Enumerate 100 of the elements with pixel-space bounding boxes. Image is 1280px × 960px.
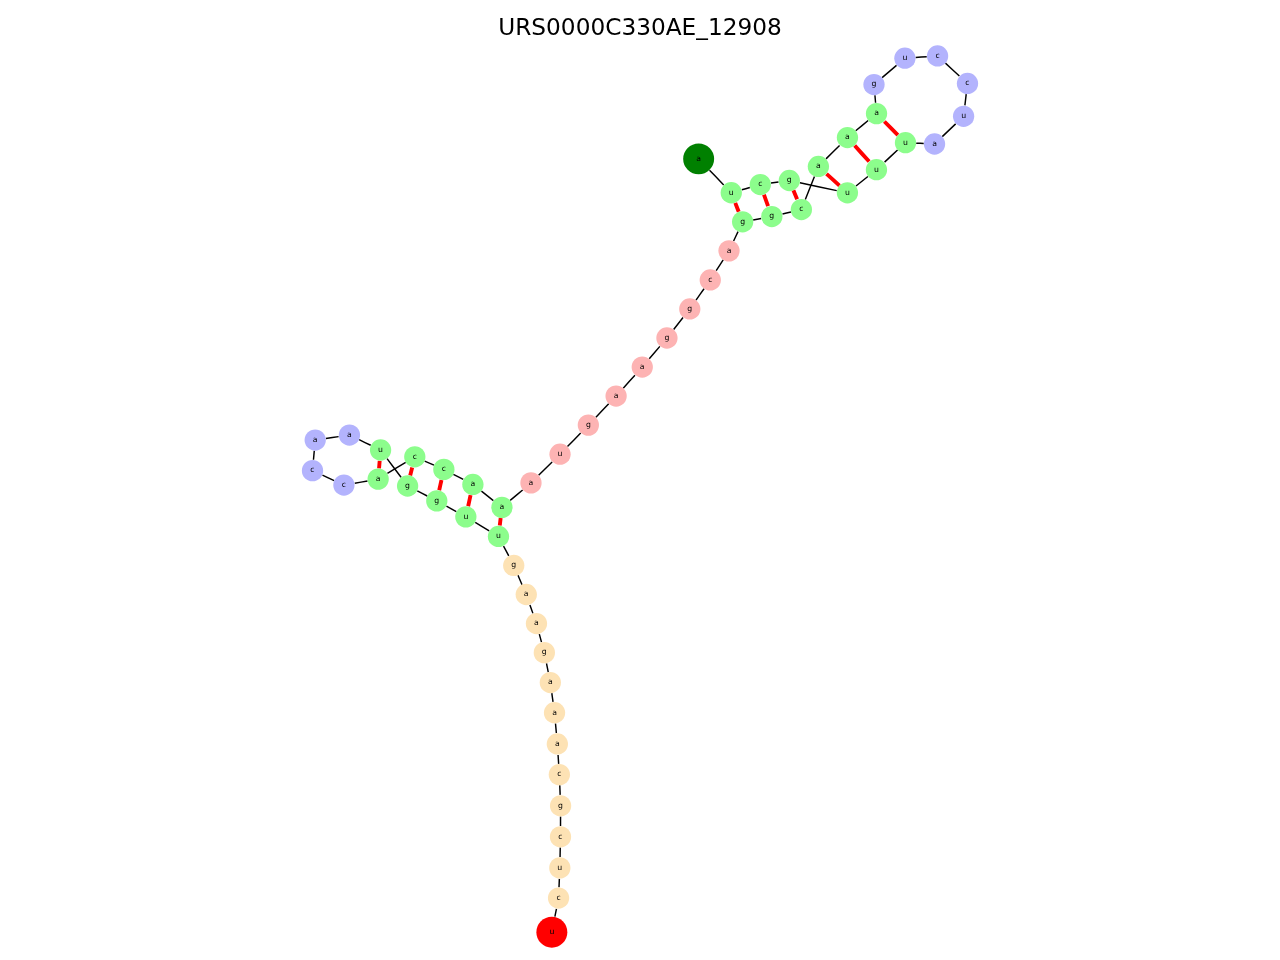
node-circle: c	[926, 45, 949, 67]
connector	[545, 662, 549, 673]
connector	[537, 461, 553, 477]
node-circle: c	[433, 458, 455, 481]
node-circle: u	[952, 105, 975, 127]
node-circle: u	[369, 439, 392, 461]
connector	[804, 175, 816, 201]
connector	[554, 722, 558, 734]
connector	[883, 149, 899, 163]
connector	[915, 142, 925, 145]
node-circle: c	[956, 72, 979, 95]
node-circle: a	[865, 102, 888, 125]
node-circle: u	[549, 857, 571, 879]
node-circle: g	[761, 205, 783, 228]
node-circle: a	[836, 126, 859, 149]
connector	[386, 461, 407, 475]
connector	[517, 574, 523, 586]
node-circle: c	[547, 887, 570, 909]
node-circle: c	[749, 173, 771, 196]
connector	[559, 784, 561, 796]
node-circle: g	[533, 642, 555, 664]
connector	[881, 64, 898, 79]
connector	[825, 144, 841, 160]
connector	[474, 521, 490, 532]
node-circle: a	[923, 133, 946, 155]
node-circle: c	[333, 474, 355, 496]
connector	[770, 181, 780, 184]
connector	[648, 345, 661, 360]
connector	[855, 175, 869, 187]
node-circle: a	[462, 473, 484, 496]
node-circle: a	[683, 143, 715, 175]
node-circle: g	[778, 169, 800, 192]
node-circle: c	[548, 763, 570, 786]
connector	[733, 202, 741, 213]
node-circle: g	[426, 490, 448, 512]
node-circle: a	[304, 429, 326, 451]
connector	[408, 466, 415, 476]
connector	[672, 316, 684, 331]
connector	[557, 754, 560, 765]
connector	[321, 474, 335, 482]
connector	[752, 217, 762, 221]
connector	[941, 123, 957, 138]
connector	[354, 480, 369, 484]
connector	[799, 182, 838, 192]
node-circle: g	[577, 414, 599, 436]
connector	[825, 172, 841, 188]
node-circle: a	[605, 385, 627, 407]
node-circle: u	[536, 916, 568, 948]
node-circle: a	[546, 733, 568, 755]
node-circle: u	[720, 182, 742, 204]
connector	[732, 230, 739, 242]
connector	[445, 505, 458, 513]
connector	[509, 489, 524, 502]
node-circle: a	[631, 356, 653, 378]
connector	[452, 473, 464, 481]
connector	[538, 633, 543, 643]
connector	[622, 374, 636, 389]
connector	[529, 604, 534, 615]
node-circle: a	[515, 583, 537, 606]
node-circle: c	[301, 460, 324, 482]
node-circle: g	[679, 298, 701, 320]
connector	[715, 259, 724, 272]
node-circle: a	[367, 468, 389, 490]
connector	[358, 438, 372, 446]
node-circle: g	[732, 211, 754, 233]
node-circle: g	[549, 795, 572, 817]
node-circle: u	[865, 159, 888, 181]
connector	[386, 457, 402, 478]
connector	[595, 403, 610, 418]
node-circle: u	[487, 525, 510, 548]
node-circle: u	[894, 132, 917, 154]
node-circle: a	[520, 472, 542, 494]
node-circle: g	[503, 554, 525, 577]
node-circle: a	[539, 671, 561, 694]
node-circle: c	[549, 826, 572, 848]
node-circle: c	[699, 269, 721, 291]
connector	[416, 490, 428, 497]
node-circle: a	[338, 424, 361, 446]
connector	[854, 119, 869, 132]
node-circle: u	[455, 506, 477, 528]
node-circle: g	[863, 73, 885, 96]
connector	[791, 189, 799, 201]
node-circle: g	[656, 327, 678, 349]
connector	[558, 878, 561, 888]
connector	[559, 846, 561, 858]
node-circle: g	[396, 475, 419, 497]
connector	[964, 93, 967, 107]
node-circle: a	[807, 155, 830, 178]
connector	[944, 62, 961, 77]
node-circle: a	[491, 496, 513, 518]
node-circle: u	[549, 443, 571, 465]
connector	[883, 120, 900, 137]
node-circle: u	[836, 182, 859, 204]
connector	[695, 288, 705, 301]
connector	[377, 460, 382, 469]
node-circle: c	[404, 446, 426, 468]
connector	[853, 144, 871, 163]
connector	[551, 692, 554, 703]
connector	[554, 908, 558, 918]
connector	[781, 211, 792, 215]
